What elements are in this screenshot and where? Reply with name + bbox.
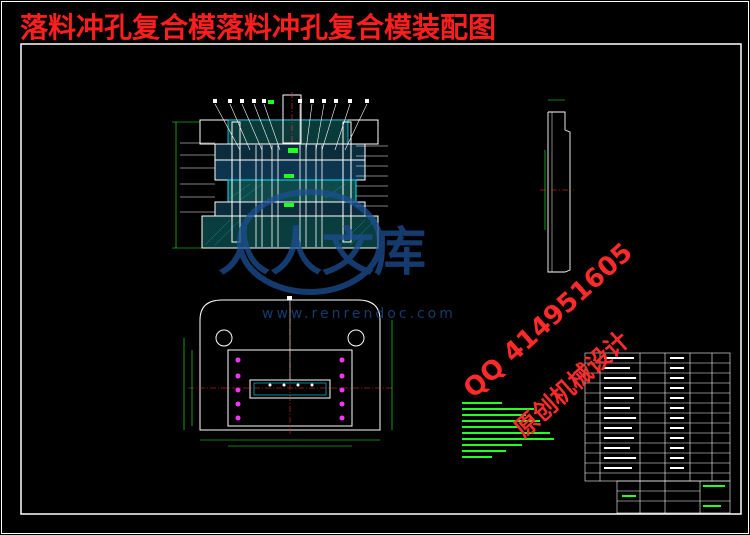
plan-view [183, 296, 393, 447]
drawing-title: 落料冲孔复合模落料冲孔复合模装配图 [20, 11, 497, 44]
watermark-logo: 人人文库 www.renrendoc.com [218, 189, 456, 322]
inner-border [20, 43, 742, 515]
parts-list [584, 352, 731, 482]
watermark-brand: 人人文库 [218, 223, 426, 283]
technical-notes [462, 402, 554, 458]
title-block [616, 480, 731, 514]
watermark-url: www.renrendoc.com [262, 306, 456, 322]
title-block-marks [622, 485, 725, 507]
side-view [540, 99, 574, 273]
parts-list-text [604, 357, 684, 469]
